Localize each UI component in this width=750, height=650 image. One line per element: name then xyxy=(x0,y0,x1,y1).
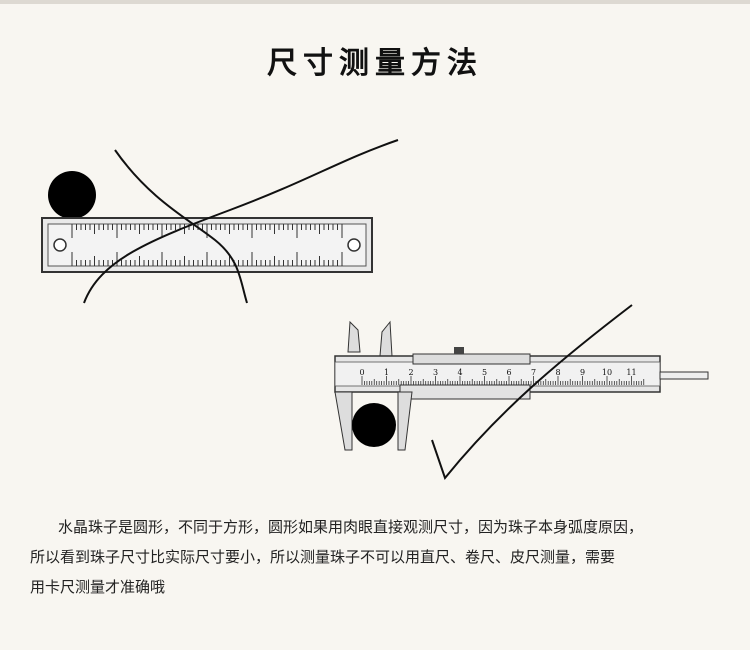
caliper-fixed-jaw-bottom xyxy=(334,391,353,451)
caliper-scale-label: 10 xyxy=(602,368,612,377)
caliper-depth-rod xyxy=(659,371,709,380)
caliper-scale-label: 5 xyxy=(482,368,487,377)
caliper-scale-label: 6 xyxy=(506,368,511,377)
caliper-scale-label: 11 xyxy=(626,368,636,377)
caliper-thumb-screw xyxy=(454,347,464,354)
caliper-scale-label: 7 xyxy=(531,368,536,377)
caliper-vernier xyxy=(399,384,531,400)
description-line: 水晶珠子是圆形，不同于方形，圆形如果用肉眼直接观测尺寸，因为珠子本身弧度原因， xyxy=(58,518,644,536)
description-line: 用卡尺测量才准确哦 xyxy=(30,578,166,596)
ruler-illustration xyxy=(41,139,399,304)
ruler-hole-left xyxy=(53,238,67,252)
page-title: 尺寸测量方法 xyxy=(267,46,483,81)
description: 水晶珠子是圆形，不同于方形，圆形如果用肉眼直接观测尺寸，因为珠子本身弧度原因， … xyxy=(30,512,730,602)
caliper-scale-label: 1 xyxy=(384,368,389,377)
bead-ball xyxy=(352,403,396,447)
bead-ball xyxy=(48,171,96,219)
caliper-ticks xyxy=(361,376,645,385)
caliper-illustration: 0 1 2 3 4 5 6 7 8 9 10 11 xyxy=(334,304,709,481)
caliper-scale-label: 4 xyxy=(457,368,462,377)
caliper-moving-jaw-top xyxy=(379,320,393,357)
check-mark xyxy=(431,304,633,481)
caliper-scale-label: 9 xyxy=(580,368,585,377)
caliper-labels: 0 1 2 3 4 5 6 7 8 9 10 11 xyxy=(359,368,636,377)
cross-mark-line-1 xyxy=(114,149,248,304)
caliper-scale-label: 3 xyxy=(433,368,438,377)
caliper-moving-jaw-bottom xyxy=(397,391,413,451)
top-border xyxy=(0,0,750,4)
caliper-scale-label: 8 xyxy=(555,368,560,377)
caliper-scale-label: 2 xyxy=(408,368,413,377)
caliper-scale-label: 0 xyxy=(359,368,364,377)
caliper-fixed-jaw-top xyxy=(347,320,361,353)
description-line: 所以看到珠子尺寸比实际尺寸要小，所以测量珠子不可以用直尺、卷尺、皮尺测量，需要 xyxy=(30,548,616,566)
cross-mark-line-2 xyxy=(83,139,399,304)
ruler-hole-right xyxy=(347,238,361,252)
caliper-slider-top xyxy=(412,353,531,365)
